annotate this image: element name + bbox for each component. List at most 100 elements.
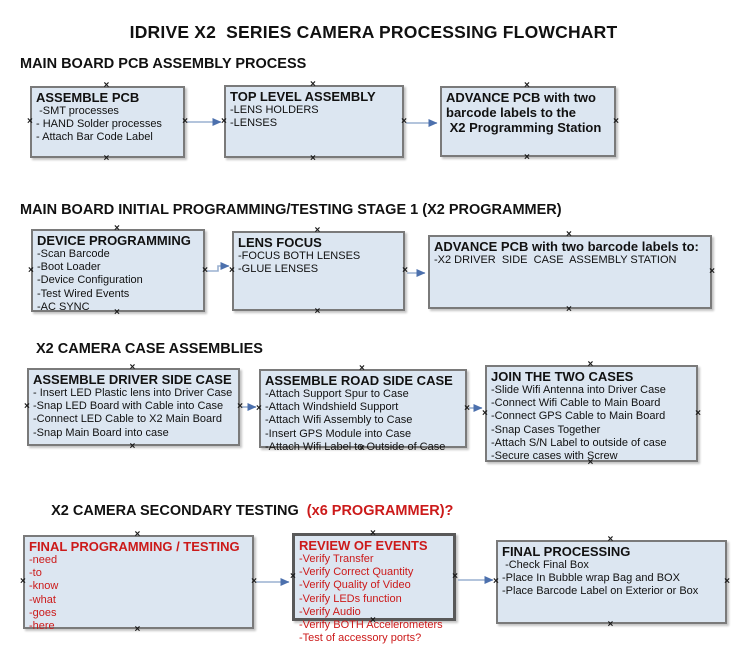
box-item: -Attach S/N Label to outside of case	[491, 436, 667, 449]
connection-handle-icon: ×	[202, 264, 208, 276]
connection-handle-icon: ×	[103, 153, 110, 164]
connection-handle-icon: ×	[290, 571, 296, 582]
box-item: -Check Final Box	[502, 559, 589, 571]
box-item: -Snap Cases Together	[491, 423, 601, 436]
box-lens-focus: ×××× LENS FOCUS -FOCUS BOTH LENSES -GLUE…	[229, 226, 408, 317]
connection-handle-icon: ×	[182, 116, 188, 127]
connection-handle-icon: ×	[221, 115, 227, 127]
box-title: REVIEW OF EVENTS	[299, 538, 428, 553]
box-title: ADVANCE PCB with two barcode labels to t…	[446, 90, 602, 135]
arrow-device-to-lensfocus	[207, 262, 230, 272]
box-item: -Scan Barcode	[37, 248, 110, 260]
connection-handle-icon: ×	[28, 264, 34, 276]
connection-handle-icon: ×	[524, 152, 530, 163]
box-final-processing: ×××× FINAL PROCESSING -Check Final Box -…	[493, 535, 730, 630]
box-title: LENS FOCUS	[238, 235, 322, 250]
box-item: - Attach Bar Code Label	[36, 131, 153, 144]
box-join-the-two-cases: ×××× JOIN THE TWO CASES -Slide Wifi Ante…	[482, 360, 701, 468]
connection-handle-icon: ×	[402, 265, 408, 276]
box-final-programming-testing: ×××× FINAL PROGRAMMING / TESTING -need -…	[20, 530, 257, 635]
flowchart-title: IDRIVE X2 SERIES CAMERA PROCESSING FLOWC…	[129, 22, 618, 42]
box-title: FINAL PROGRAMMING / TESTING	[29, 539, 240, 554]
box-item: -GLUE LENSES	[238, 263, 319, 276]
box-title: TOP LEVEL ASSEMBLY	[230, 89, 376, 104]
box-item: -Connect Wifi Cable to Main Board	[491, 397, 661, 410]
box-item: -Connect GPS Cable to Main Board	[491, 410, 666, 423]
box-item: -Verify BOTH Accelerometers	[299, 619, 443, 632]
section-heading-secondary-testing: X2 CAMERA SECONDARY TESTING (x6 PROGRAMM…	[35, 487, 453, 535]
box-device-programming: ×××× DEVICE PROGRAMMING -Scan Barcode -B…	[28, 224, 208, 318]
connection-handle-icon: ×	[370, 528, 376, 539]
connection-handle-icon: ×	[310, 79, 316, 90]
connection-handle-icon: ×	[237, 401, 243, 412]
box-item: -X2 DRIVER SIDE CASE ASSEMBLY STATION	[434, 254, 677, 266]
connection-handle-icon: ×	[566, 304, 572, 315]
connection-handle-icon: ×	[452, 571, 458, 582]
box-item: -Secure cases with Screw	[491, 450, 618, 463]
box-advance-pcb-programming-station: × × × ADVANCE PCB with two barcode labels …	[440, 81, 619, 163]
box-item: -goes	[29, 606, 57, 619]
box-item: -Connect LED Cable to X2 Main Board	[33, 413, 222, 426]
connection-handle-icon: ×	[607, 534, 614, 545]
connection-handle-icon: ×	[314, 306, 321, 317]
connection-handle-icon: ×	[464, 402, 470, 414]
box-item: -SMT processes	[36, 105, 119, 117]
box-item: -LENS HOLDERS	[230, 104, 319, 116]
connection-handle-icon: ×	[229, 265, 235, 276]
box-item: -Attach Wifi Label to Outside of Case	[265, 440, 446, 453]
box-item: -Attach Support Spur to Case	[265, 388, 409, 400]
connection-handle-icon: ×	[524, 80, 530, 91]
connection-handle-icon: ×	[724, 576, 730, 587]
connection-handle-icon: ×	[114, 307, 120, 318]
box-assemble-road-side-case: ×××× ASSEMBLE ROAD SIDE CASE -Attach Sup…	[256, 364, 470, 454]
box-item: -Test Wired Events	[37, 287, 130, 300]
box-title: ASSEMBLE PCB	[36, 90, 140, 105]
box-item: -here	[29, 620, 55, 633]
connection-handle-icon: ×	[251, 576, 257, 587]
connection-handle-icon: ×	[310, 153, 316, 164]
connection-handle-icon: ×	[24, 401, 30, 412]
box-item: -Device Configuration	[37, 274, 143, 287]
box-item: - HAND Solder processes	[36, 118, 162, 131]
box-item: -Attach Wifi Assembly to Case	[265, 414, 413, 427]
connection-handle-icon: ×	[587, 457, 594, 468]
connection-handle-icon: ×	[103, 80, 110, 91]
connection-handle-icon: ×	[129, 362, 136, 373]
connection-handle-icon: ×	[134, 529, 141, 540]
box-item: -Test of accessory ports?	[299, 632, 422, 645]
box-item: -Attach Windshield Support	[265, 401, 399, 414]
box-item: -FOCUS BOTH LENSES	[238, 250, 361, 262]
box-title: ASSEMBLE ROAD SIDE CASE	[265, 373, 453, 388]
connection-handle-icon: ×	[587, 359, 594, 370]
connection-handle-icon: ×	[359, 363, 365, 374]
connection-handle-icon: ×	[134, 624, 141, 635]
box-top-level-assembly: ×××× TOP LEVEL ASSEMBLY -LENS HOLDERS -L…	[221, 80, 407, 164]
connection-handle-icon: ×	[566, 229, 572, 240]
box-item: -AC SYNC	[37, 300, 90, 313]
section-heading-initial-programming: MAIN BOARD INITIAL PROGRAMMING/TESTING S…	[20, 202, 562, 218]
box-item: -Verify LEDs function	[299, 592, 402, 605]
connection-handle-icon: ×	[709, 266, 715, 277]
section-heading-case-assemblies: X2 CAMERA CASE ASSEMBLIES	[36, 341, 263, 357]
section-heading-secondary-testing-black: X2 CAMERA SECONDARY TESTING	[51, 503, 307, 519]
connection-handle-icon: ×	[370, 615, 376, 626]
box-title: FINAL PROCESSING	[502, 544, 631, 559]
connection-handle-icon: ×	[695, 407, 701, 419]
box-advance-pcb-driver-side-station: × × × ADVANCE PCB with two barcode labels …	[428, 230, 715, 315]
box-review-of-events: × × × × REVIEW OF EVENTS -Verify Transfer -…	[290, 528, 458, 645]
box-item: -Slide Wifi Antenna into Driver Case	[491, 384, 666, 396]
box-assemble-pcb: ×××× ASSEMBLE PCB -SMT processes - HAND …	[27, 81, 188, 164]
box-item: -to	[29, 567, 42, 580]
box-item: -Place Barcode Label on Exterior or Box	[502, 585, 699, 598]
box-title: JOIN THE TWO CASES	[491, 369, 634, 384]
box-item: -Verify Quality of Video	[299, 579, 411, 592]
box-title: DEVICE PROGRAMMING	[37, 233, 191, 248]
box-item: -Place In Bubble wrap Bag and BOX	[502, 572, 680, 585]
box-item: -LENSES	[230, 117, 278, 130]
connection-handle-icon: ×	[20, 576, 26, 587]
box-item: -Verify Transfer	[299, 553, 374, 565]
box-title: ADVANCE PCB with two barcode labels to:	[434, 239, 699, 254]
connection-handle-icon: ×	[613, 115, 619, 127]
section-heading-secondary-testing-red: (x6 PROGRAMMER)?	[306, 503, 454, 519]
